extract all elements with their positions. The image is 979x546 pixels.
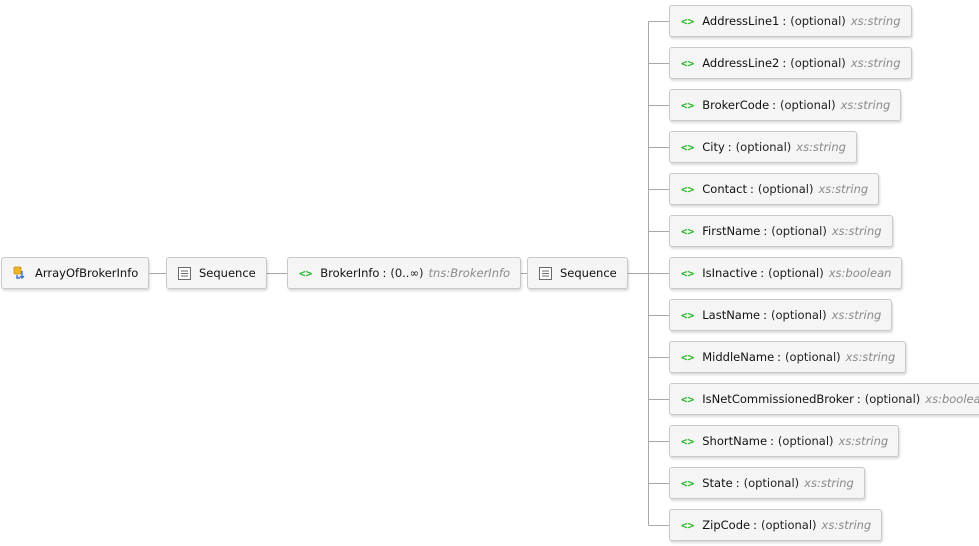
field-element-node[interactable]: <> IsInactive:(optional) xs:boolean [669,257,903,289]
element-type: xs:boolean [828,266,892,280]
field-element-node[interactable]: <> BrokerCode:(optional) xs:string [669,89,902,121]
element-type: xs:string [831,308,882,322]
element-icon: <> [299,266,313,280]
element-name: AddressLine2 [702,56,780,70]
element-icon: <> [681,434,695,448]
element-type: xs:string [845,350,896,364]
element-occurrence: (optional) [777,434,834,448]
element-type: xs:string [840,98,891,112]
element-icon: <> [681,392,695,406]
element-type: xs:string [850,14,901,28]
element-icon: <> [681,140,695,154]
element-type: xs:string [850,56,901,70]
element-occurrence: (optional) [771,308,827,322]
element-separator: : [760,266,765,280]
element-name: Contact [702,182,747,196]
element-separator: : [856,392,861,406]
field-element-node[interactable]: <> ShortName:(optional) xs:string [669,425,900,457]
element-name: BrokerCode [702,98,770,112]
element-type: tns:BrokerInfo [428,266,511,280]
sequence-node[interactable]: Sequence [166,257,267,289]
sequence-node[interactable]: Sequence [527,257,628,289]
element-name: ShortName [702,434,768,448]
field-element-node[interactable]: <> AddressLine2:(optional) xs:string [669,47,912,79]
field-element-node[interactable]: <> IsNetCommissionedBroker:(optional) xs:b… [669,383,979,415]
element-occurrence: (optional) [790,14,846,28]
field-element-node[interactable]: <> ZipCode:(optional) xs:string [669,509,883,541]
element-icon: <> [681,98,695,112]
element-occurrence: (optional) [780,98,836,112]
element-separator: : [727,140,732,154]
element-icon: <> [681,350,695,364]
element-separator: : [763,224,768,238]
field-element-node[interactable]: <> AddressLine1:(optional) xs:string [669,5,912,37]
element-occurrence: (optional) [760,518,817,532]
element-separator: : [735,476,740,490]
element-occurrence: (optional) [864,392,921,406]
field-element-node[interactable]: <> LastName:(optional) xs:string [669,299,893,331]
element-icon: <> [681,56,695,70]
element-separator: : [782,56,787,70]
element-separator: : [777,350,782,364]
element-occurrence: (optional) [735,140,792,154]
element-occurrence: (optional) [771,224,827,238]
element-name: City [702,140,725,154]
element-icon: <> [681,308,695,322]
element-name: BrokerInfo [320,266,380,280]
field-element-node[interactable]: <> FirstName:(optional) xs:string [669,215,893,247]
element-name: AddressLine1 [702,14,780,28]
element-separator: : [750,182,754,196]
element-occurrence: (optional) [757,182,814,196]
element-name: IsInactive [702,266,758,280]
element-name: IsNetCommissionedBroker [702,392,854,406]
field-element-node[interactable]: <> City:(optional) xs:string [669,131,857,163]
field-element-node[interactable]: <> State:(optional) xs:string [669,467,865,499]
field-element-node[interactable]: <> MiddleName:(optional) xs:string [669,341,907,373]
element-icon: <> [681,266,695,280]
element-type: xs:string [804,476,854,490]
element-occurrence: (optional) [785,350,841,364]
complex-type-label: ArrayOfBrokerInfo [35,266,139,280]
element-occurrence: (optional) [743,476,800,490]
element-occurrence: (optional) [768,266,824,280]
element-separator: : [772,98,777,112]
complex-type-icon [13,266,27,280]
field-element-node[interactable]: <> Contact:(optional) xs:string [669,173,880,205]
element-separator: : [763,308,768,322]
element-type: xs:string [838,434,889,448]
element-icon: <> [681,518,695,532]
element-icon: <> [681,182,695,196]
sequence-label: Sequence [560,266,617,280]
element-type: xs:string [796,140,846,154]
element-occurrence: (0..∞) [390,266,424,280]
element-name: MiddleName [702,350,775,364]
element-name: LastName [702,308,761,322]
element-type: xs:string [831,224,882,238]
element-icon: <> [681,224,695,238]
element-type: xs:string [821,518,872,532]
complex-type-node[interactable]: ArrayOfBrokerInfo [1,257,150,289]
element-icon: <> [681,476,695,490]
element-name: ZipCode [702,518,751,532]
broker-info-element-node[interactable]: <> BrokerInfo : (0..∞) tns:BrokerInfo [287,257,522,289]
element-name: FirstName [702,224,761,238]
sequence-label: Sequence [199,266,256,280]
element-type: xs:string [818,182,869,196]
element-separator: : [782,14,787,28]
element-type: xs:boolean [925,392,979,406]
element-icon: <> [681,14,695,28]
element-separator: : [382,266,387,280]
element-occurrence: (optional) [790,56,846,70]
element-separator: : [770,434,774,448]
sequence-icon [178,266,191,280]
element-name: State [702,476,733,490]
element-separator: : [753,518,757,532]
sequence-icon [539,266,552,280]
